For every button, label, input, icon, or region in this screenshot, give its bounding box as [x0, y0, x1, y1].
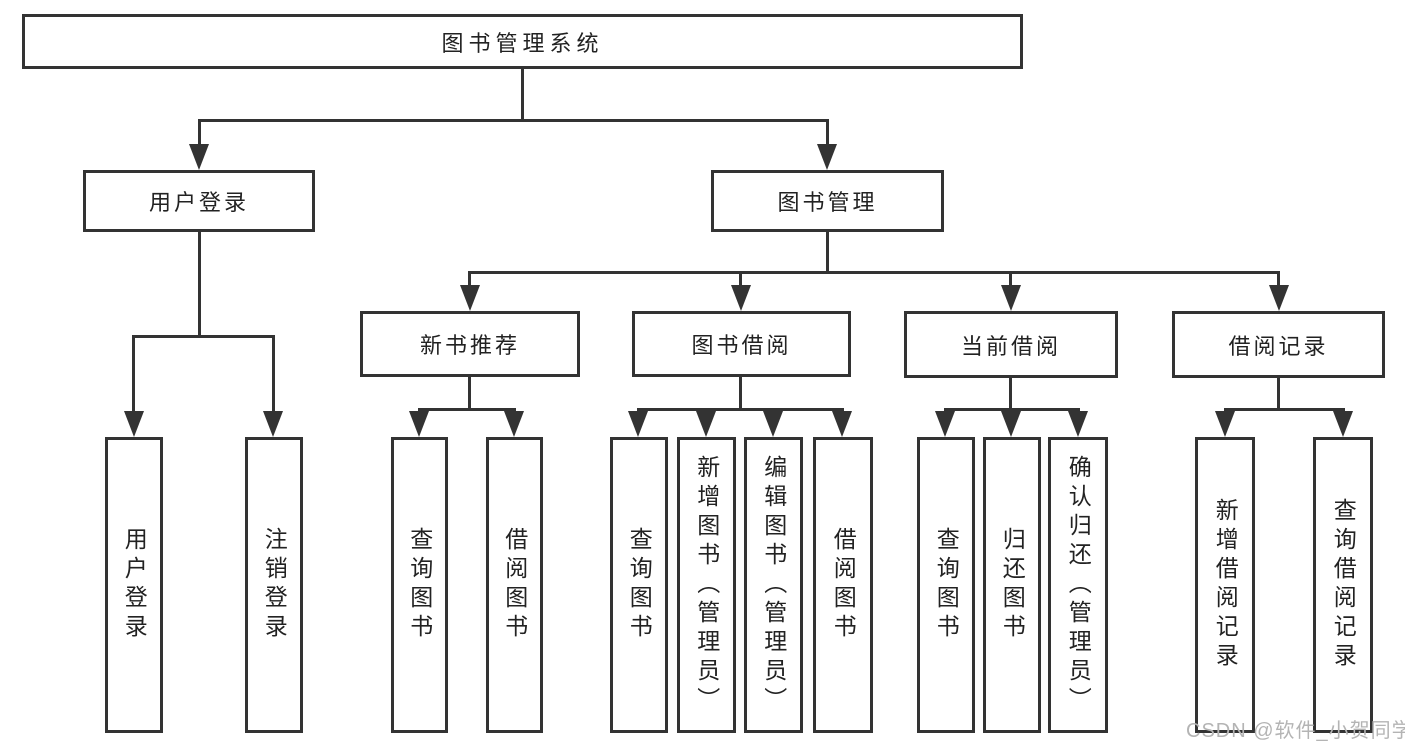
arrowhead-down-icon: [460, 285, 480, 311]
connector-line: [826, 119, 829, 146]
arrowhead-down-icon: [1068, 411, 1088, 437]
arrowhead-down-icon: [696, 411, 716, 437]
node-label: 查询图书: [626, 527, 653, 643]
node-label: 借阅图书: [830, 527, 857, 643]
node-current-borrowing: 当前借阅: [904, 311, 1118, 378]
connector-line: [521, 68, 524, 120]
connector-line: [739, 376, 742, 410]
connector-line: [132, 335, 275, 338]
leaf-confirm-return-admin: 确认归还（管理员）: [1048, 437, 1108, 733]
connector-line: [1009, 376, 1012, 410]
connector-line: [1009, 271, 1012, 287]
arrowhead-down-icon: [832, 411, 852, 437]
connector-line: [132, 335, 135, 413]
leaf-query-borrow-record: 查询借阅记录: [1313, 437, 1373, 733]
connector-line: [468, 271, 1280, 274]
leaf-return-books: 归还图书: [983, 437, 1041, 733]
node-book-management: 图书管理: [711, 170, 944, 232]
connector-line: [272, 335, 275, 413]
node-new-book-recommend: 新书推荐: [360, 311, 580, 377]
node-label: 借阅记录: [1228, 333, 1329, 359]
connector-line: [468, 376, 471, 410]
node-label: 图书管理系统: [441, 30, 604, 56]
node-label: 确认归还（管理员）: [1065, 454, 1092, 716]
arrowhead-down-icon: [409, 411, 429, 437]
node-label: 借阅图书: [501, 527, 528, 643]
connector-line: [468, 271, 471, 287]
leaf-borrow-books-recommend: 借阅图书: [486, 437, 543, 733]
arrowhead-down-icon: [189, 144, 209, 170]
node-label: 当前借阅: [960, 333, 1061, 359]
arrowhead-down-icon: [628, 411, 648, 437]
connector-line: [637, 408, 844, 411]
node-label: 新书推荐: [419, 333, 520, 358]
node-label: 查询图书: [406, 527, 433, 643]
arrowhead-down-icon: [731, 285, 751, 311]
connector-line: [1277, 376, 1280, 410]
arrowhead-down-icon: [504, 411, 524, 437]
leaf-add-books-admin: 新增图书（管理员）: [677, 437, 736, 733]
node-user-login: 用户登录: [83, 170, 315, 232]
arrowhead-down-icon: [1001, 285, 1021, 311]
node-label: 编辑图书（管理员）: [760, 454, 787, 716]
node-book-borrowing: 图书借阅: [632, 311, 851, 377]
leaf-add-borrow-record: 新增借阅记录: [1195, 437, 1255, 733]
arrowhead-down-icon: [1001, 411, 1021, 437]
connector-line: [198, 119, 829, 122]
arrowhead-down-icon: [935, 411, 955, 437]
node-label: 新增借阅记录: [1212, 498, 1239, 672]
node-label: 归还图书: [999, 527, 1026, 643]
node-label: 注销登录: [261, 527, 288, 643]
arrowhead-down-icon: [1215, 411, 1235, 437]
connector-line: [198, 231, 201, 335]
node-label: 图书管理: [777, 190, 878, 215]
node-library-system: 图书管理系统: [22, 14, 1023, 69]
connector-line: [1224, 408, 1345, 411]
node-label: 用户登录: [121, 527, 148, 643]
arrowhead-down-icon: [763, 411, 783, 437]
connector-line: [1277, 271, 1280, 287]
leaf-query-books-borrowing: 查询图书: [610, 437, 668, 733]
watermark: CSDN @软件_小贺同学: [1186, 720, 1405, 742]
leaf-query-books-current: 查询图书: [917, 437, 975, 733]
node-label: 图书借阅: [691, 333, 792, 358]
arrowhead-down-icon: [1269, 285, 1289, 311]
arrowhead-down-icon: [124, 411, 144, 437]
leaf-edit-books-admin: 编辑图书（管理员）: [744, 437, 803, 733]
connector-line: [418, 408, 516, 411]
node-borrowing-records: 借阅记录: [1172, 311, 1385, 378]
connector-line: [198, 119, 201, 146]
node-label: 查询借阅记录: [1330, 498, 1357, 672]
leaf-borrow-books: 借阅图书: [813, 437, 873, 733]
arrowhead-down-icon: [817, 144, 837, 170]
node-label: 用户登录: [148, 190, 249, 215]
connector-line: [826, 231, 829, 272]
arrowhead-down-icon: [263, 411, 283, 437]
leaf-user-login: 用户登录: [105, 437, 163, 733]
connector-line: [739, 271, 742, 287]
node-label: 新增图书（管理员）: [693, 454, 720, 716]
leaf-query-books-recommend: 查询图书: [391, 437, 448, 733]
arrowhead-down-icon: [1333, 411, 1353, 437]
node-label: 查询图书: [933, 527, 960, 643]
leaf-logout: 注销登录: [245, 437, 303, 733]
